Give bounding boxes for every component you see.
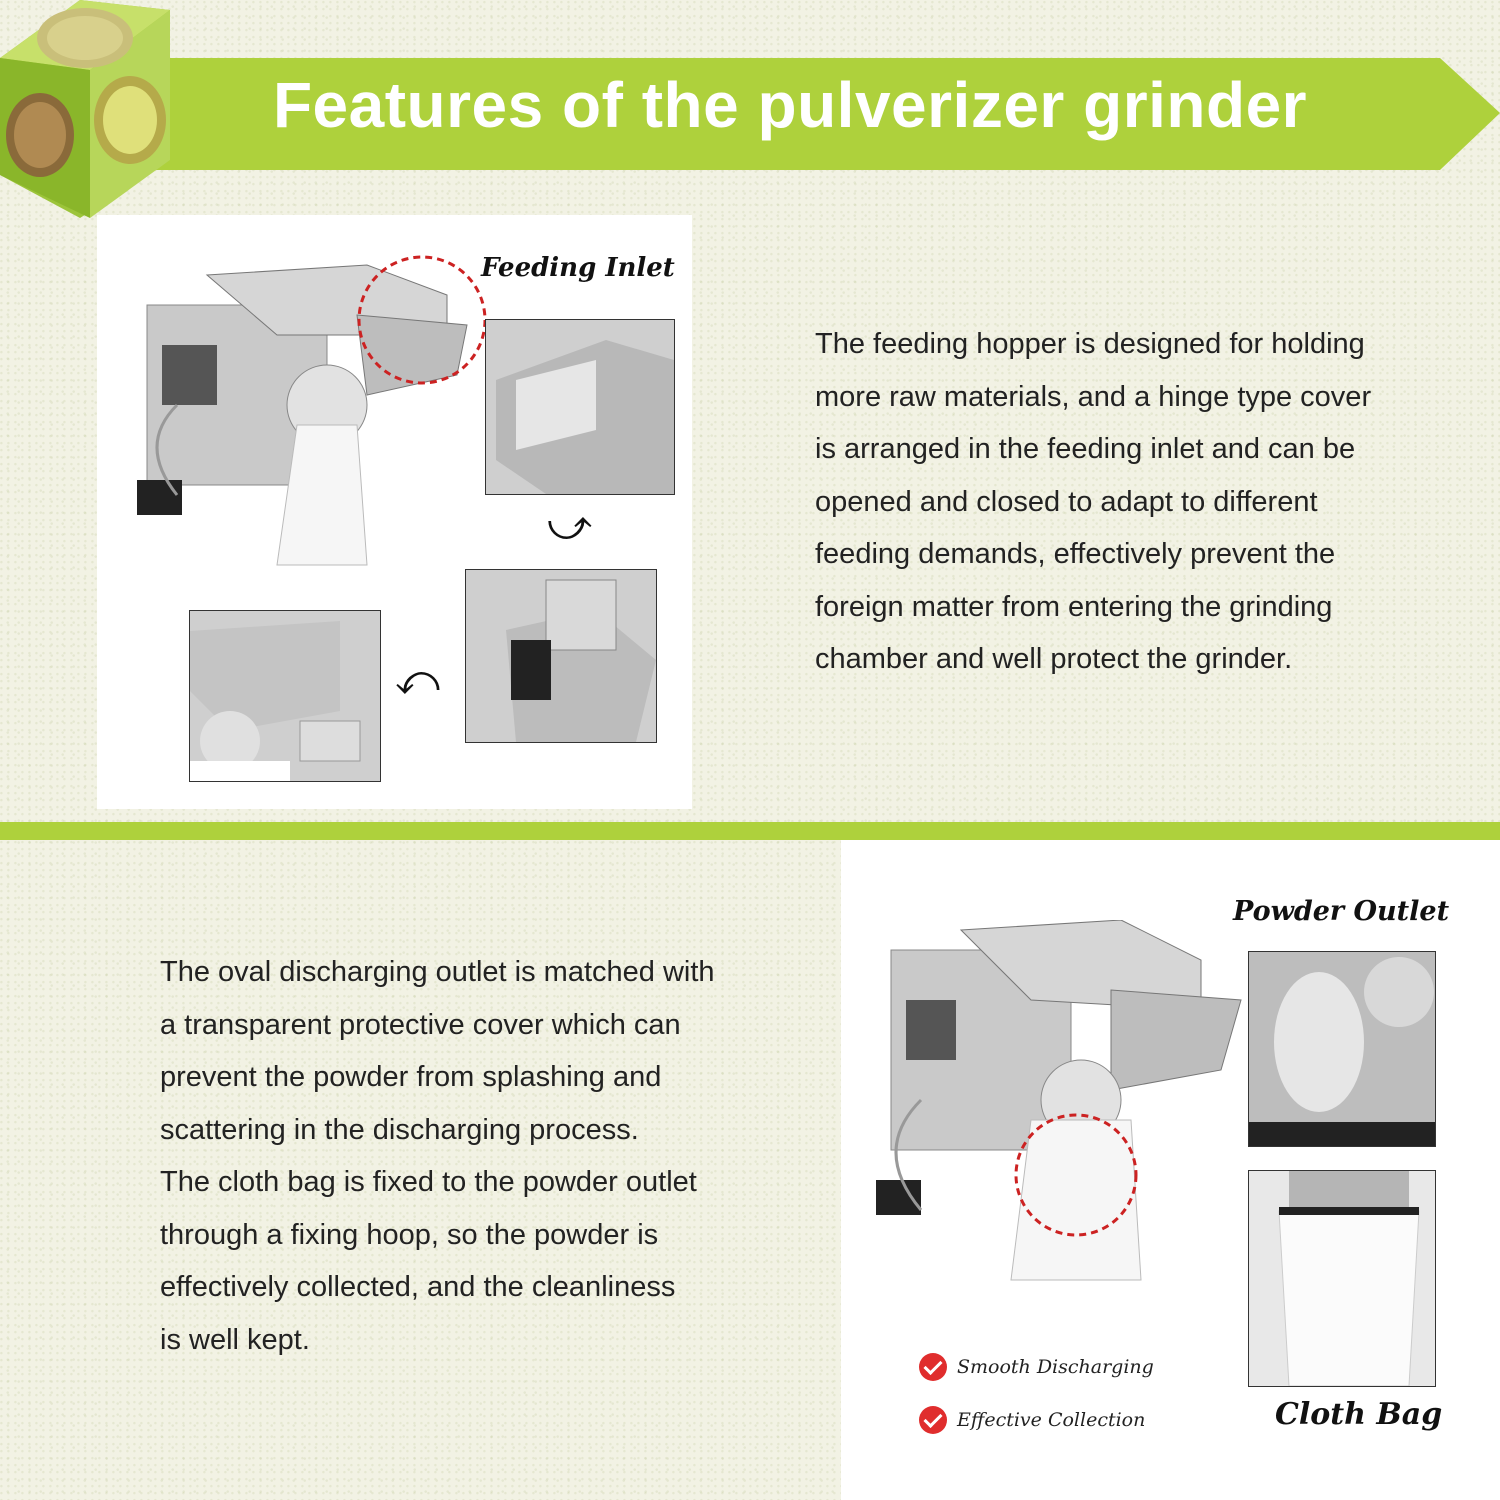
text-line: prevent the powder from splashing and: [160, 1061, 662, 1093]
cloth-bag-label: Cloth Bag: [1275, 1397, 1443, 1432]
powder-outlet-photo: [1248, 951, 1436, 1147]
section-divider: [0, 822, 1500, 840]
text-line: is arranged in the feeding inlet and can…: [815, 433, 1356, 465]
text-line: through a fixing hoop, so the powder is: [160, 1218, 659, 1251]
check-circle-icon: [919, 1353, 947, 1381]
text-line: a transparent protective cover which can: [160, 1008, 681, 1041]
outlet-image-panel: Powder Outlet Cloth Bag Smooth Dischargi…: [841, 840, 1500, 1500]
text-line: opened and closed to adapt to different: [815, 485, 1318, 518]
inlet-opening-photo: [465, 569, 657, 743]
feeding-description: The feeding hopper is designed for holdi…: [815, 318, 1371, 686]
inlet-closed-photo: [485, 319, 675, 495]
feeding-inlet-label: Feeding Inlet: [481, 253, 675, 283]
grinder-machine-illustration: [876, 920, 1242, 1281]
text-line: effectively collected, and the cleanline…: [160, 1271, 676, 1303]
text-line: feeding demands, effectively prevent the: [815, 538, 1336, 570]
curved-arrow-icon: ⤺: [395, 655, 440, 704]
text-line: The oval discharging outlet is matched w…: [160, 956, 715, 988]
outlet-description: The oval discharging outlet is matched w…: [160, 946, 715, 1366]
text-line: foreign matter from entering the grindin…: [815, 590, 1333, 623]
curved-arrow-icon: ⤻: [547, 500, 592, 549]
checklist-item: Smooth Discharging: [919, 1353, 1154, 1381]
page-title: Features of the pulverizer grinder: [272, 69, 1308, 141]
feeding-image-panel: Feeding Inlet ⤻ ⤺: [97, 215, 692, 809]
checklist-label: Effective Collection: [957, 1409, 1146, 1431]
checklist-item: Effective Collection: [919, 1406, 1145, 1434]
text-line: is well kept.: [160, 1323, 310, 1356]
grain-cube-icon: [0, 0, 170, 218]
grinder-machine-illustration: [137, 255, 487, 566]
powder-outlet-label: Powder Outlet: [1233, 896, 1450, 927]
header-banner: [0, 0, 1500, 218]
check-circle-icon: [919, 1406, 947, 1434]
text-line: The feeding hopper is designed for holdi…: [815, 328, 1365, 360]
checklist-label: Smooth Discharging: [957, 1356, 1154, 1378]
inlet-open-photo: [189, 610, 381, 782]
cloth-bag-photo: [1248, 1170, 1436, 1387]
text-line: chamber and well protect the grinder.: [815, 643, 1293, 675]
text-line: more raw materials, and a hinge type cov…: [815, 380, 1372, 413]
text-line: scattering in the discharging process.: [160, 1113, 639, 1146]
text-line: The cloth bag is fixed to the powder out…: [160, 1166, 697, 1198]
